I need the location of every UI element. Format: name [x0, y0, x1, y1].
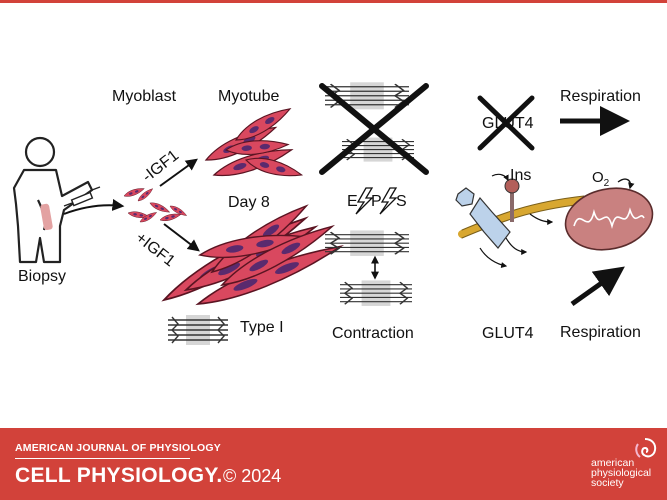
sarcomere-icon — [167, 314, 229, 346]
label-eps-e: E — [347, 193, 358, 210]
journal-title: CELL PHYSIOLOGY. — [15, 464, 223, 487]
glut4-transporter — [455, 187, 511, 249]
person-icon — [12, 136, 94, 264]
lightning-icon — [355, 187, 398, 215]
label-glut4-bottom: GLUT4 — [482, 325, 534, 342]
membrane — [458, 195, 588, 239]
label-respiration-bottom: Respiration — [560, 324, 641, 341]
label-day8: Day 8 — [228, 194, 270, 211]
label-eps-s: S — [396, 193, 407, 210]
label-eps-p: P — [371, 193, 382, 210]
label-o2-main: O — [592, 169, 604, 186]
label-biopsy: Biopsy — [18, 268, 67, 285]
syringe-icon — [63, 186, 101, 207]
society-line-2: physiological — [591, 467, 652, 479]
label-o2: O2 — [592, 170, 609, 189]
myotubes-minus-igf1 — [202, 102, 304, 183]
label-contraction: Contraction — [332, 325, 414, 342]
top-accent-bar — [0, 0, 667, 3]
myotubes-plus-igf1 — [157, 197, 346, 314]
label-myoblast: Myoblast — [112, 88, 177, 105]
footer-banner: AMERICAN JOURNAL OF PHYSIOLOGY CELL PHYS… — [0, 428, 667, 500]
insulin-receptor-icon — [491, 173, 520, 222]
cross-icon — [319, 83, 429, 175]
mitochondrion-icon — [564, 178, 654, 251]
cross-icon — [477, 95, 535, 151]
society-line-3: society — [591, 477, 624, 489]
copyright: © 2024 — [223, 466, 282, 486]
label-glut4-top: GLUT4 — [482, 115, 534, 132]
aps-logo-icon — [635, 438, 657, 458]
label-respiration-top: Respiration — [560, 88, 641, 105]
label-ins: Ins — [510, 167, 532, 184]
society-name: american physiological society — [591, 457, 661, 489]
myoblast-cells — [122, 185, 189, 225]
society-line-1: american — [591, 457, 635, 469]
label-type1: Type I — [240, 319, 284, 336]
sarcomere-icon — [324, 229, 410, 257]
sarcomere-icon — [339, 279, 413, 307]
journal-name: AMERICAN JOURNAL OF PHYSIOLOGY — [15, 442, 221, 454]
diagram-canvas — [12, 81, 654, 346]
footer-divider — [15, 458, 190, 459]
label-o2-sub: 2 — [603, 178, 610, 189]
label-myotube: Myotube — [218, 88, 280, 105]
